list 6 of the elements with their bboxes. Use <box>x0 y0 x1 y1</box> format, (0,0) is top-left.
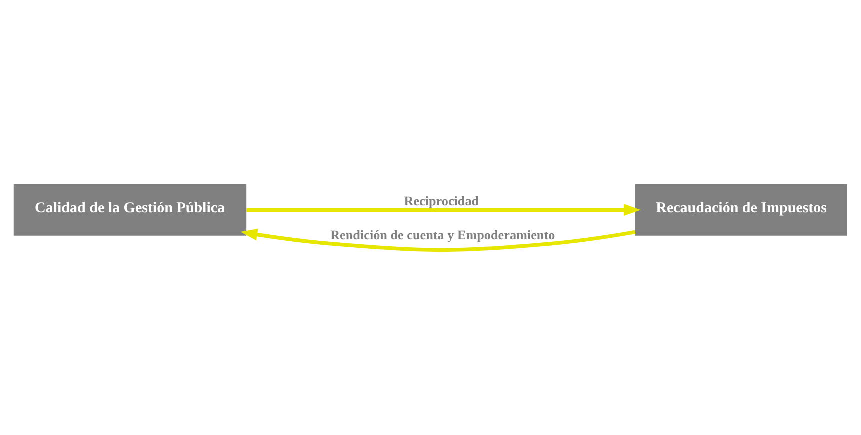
edge-label: Reciprocidad <box>404 194 480 209</box>
node-box: Recaudación de Impuestos <box>635 184 848 236</box>
arrow <box>246 204 641 216</box>
arrow <box>240 228 636 252</box>
edge-label: Rendición de cuenta y Empoderamiento <box>330 227 556 242</box>
node-box: Calidad de la Gestión Pública <box>14 184 247 236</box>
